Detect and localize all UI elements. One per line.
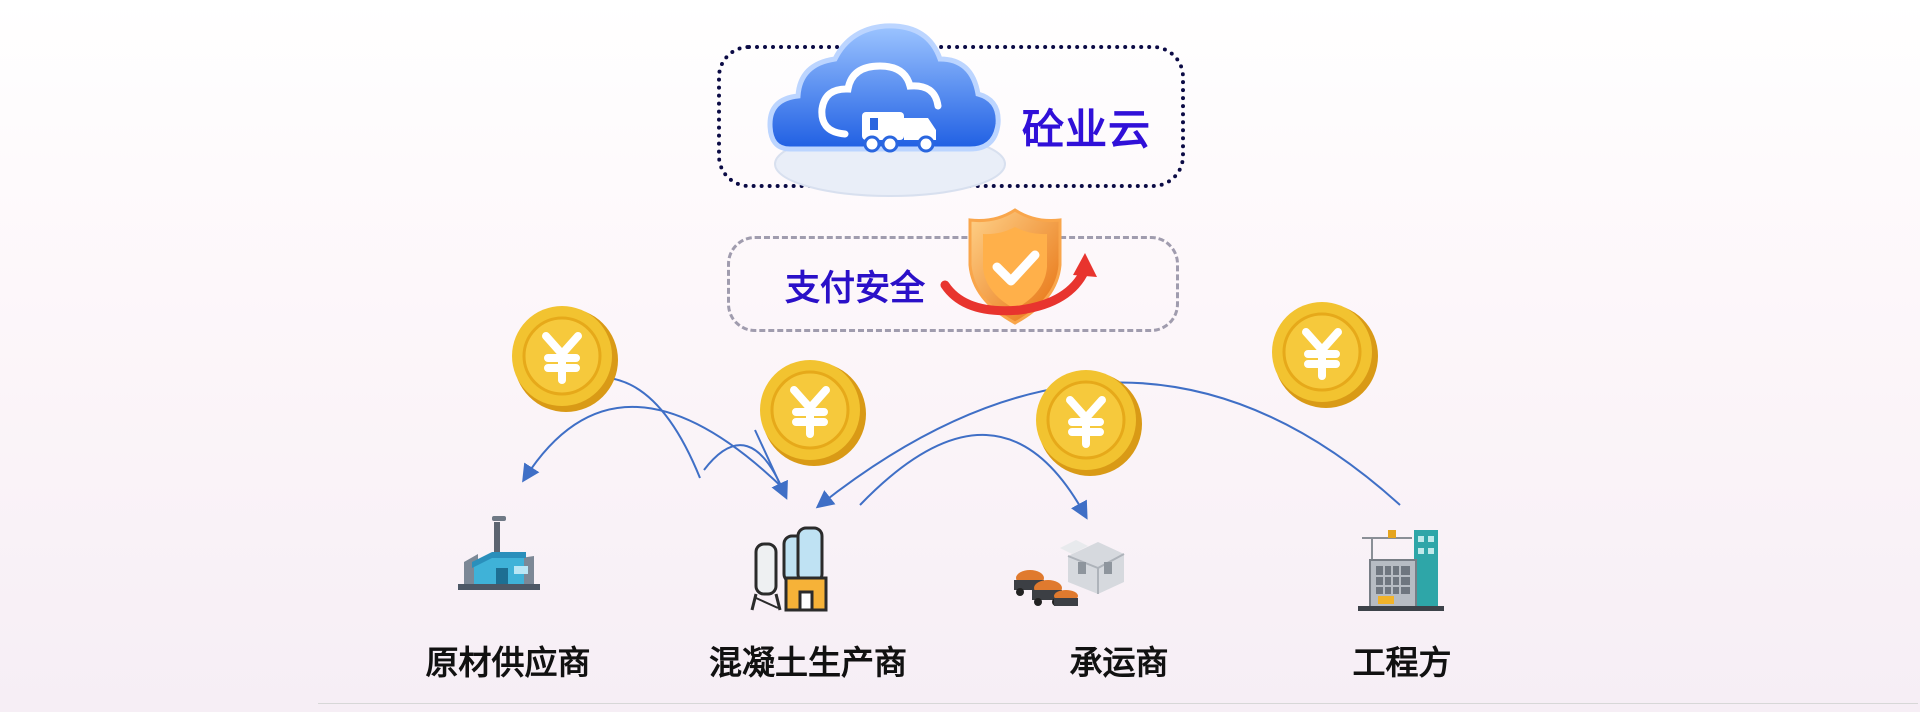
arrow-producer-to-carrier [859, 433, 1088, 520]
yuan-coin-icon [1272, 302, 1380, 410]
yuan-coin-icon [760, 360, 868, 468]
security-label: 支付安全 [785, 269, 926, 309]
arrow-to-producer [754, 429, 788, 500]
cloud-truck-icon [750, 14, 1030, 208]
party-label-producer: 混凝土生产商 [709, 643, 907, 682]
factory-icon [458, 512, 540, 596]
arrow-producer-to-supplier [522, 405, 786, 491]
security-box [727, 236, 1179, 332]
party-label-carrier: 承运商 [1069, 643, 1169, 682]
yuan-coin-icon [512, 306, 620, 414]
construction-site-icon [1358, 526, 1444, 616]
mixer-trucks-icon [1008, 532, 1126, 612]
shield-check-icon [935, 205, 1105, 334]
party-label-project: 工程方 [1352, 643, 1452, 682]
yuan-coin-icon [1036, 370, 1144, 478]
divider [318, 703, 1918, 704]
party-label-supplier: 原材供应商 [425, 643, 591, 682]
concrete-plant-icon [748, 526, 830, 616]
platform-label: 砼业云 [1022, 105, 1152, 154]
